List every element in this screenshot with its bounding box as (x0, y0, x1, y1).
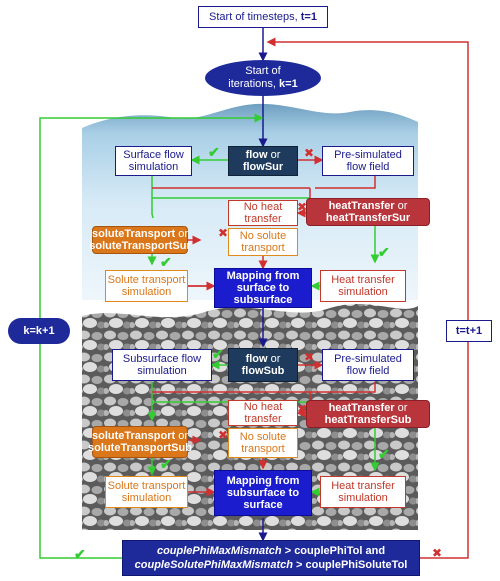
k-increment-box: k=k+1 (8, 318, 70, 344)
subsurface-mapping-label: Mapping from subsurface to surface (226, 475, 300, 511)
cross-icon: ✖ (297, 200, 308, 214)
condition-line-1: couplePhiMaxMismatch > couplePhiTol and (156, 545, 386, 557)
t-increment-label: t=t+1 (455, 325, 483, 337)
check-icon: ✔ (160, 456, 172, 472)
subsurface-no-heat-box: No heat transfer (228, 400, 298, 426)
subsurface-solute-simulation-box: Solute transport simulation (105, 476, 188, 508)
surface-no-heat-box: No heat transfer (228, 200, 298, 226)
surface-pre-simulated-flow-label: Pre-simulated flow field (334, 149, 402, 173)
check-icon: ✔ (378, 446, 390, 462)
surface-flow-simulation-label: Surface flow simulation (123, 149, 184, 173)
surface-heat-simulation-box: Heat transfer simulation (320, 270, 406, 302)
surface-pre-simulated-flow-box: Pre-simulated flow field (322, 146, 414, 176)
surface-no-solute-box: No solute transport (228, 228, 298, 256)
cross-icon: ✖ (218, 226, 229, 240)
start-timesteps-text: Start of timesteps, t=1 (209, 11, 317, 23)
surface-mapping-box: Mapping from surface to subsurface (214, 268, 312, 308)
subsurface-no-heat-label: No heat transfer (243, 401, 283, 425)
surface-solute-simulation-box: Solute transport simulation (105, 270, 188, 302)
subsurface-no-solute-label: No solute transport (239, 431, 287, 455)
check-icon: ✔ (160, 254, 172, 270)
surface-flow-simulation-box: Surface flow simulation (115, 146, 192, 176)
subsurface-no-solute-box: No solute transport (228, 428, 298, 458)
surface-no-heat-label: No heat transfer (243, 201, 283, 225)
surface-heat-simulation-label: Heat transfer simulation (331, 274, 395, 298)
cross-icon: ✖ (304, 350, 315, 364)
subsurface-mapping-box: Mapping from subsurface to surface (214, 470, 312, 516)
cross-icon: ✖ (432, 546, 443, 560)
surface-no-solute-label: No solute transport (239, 230, 287, 254)
surface-mapping-label: Mapping from surface to subsurface (226, 270, 300, 306)
surface-solute-simulation-label: Solute transport simulation (107, 274, 186, 298)
subsurface-heat-simulation-box: Heat transfer simulation (320, 476, 406, 508)
subsurface-heat-simulation-label: Heat transfer simulation (331, 480, 395, 504)
cross-icon: ✖ (297, 402, 308, 416)
cross-icon: ✖ (218, 428, 229, 442)
subsurface-pre-simulated-flow-box: Pre-simulated flow field (322, 349, 414, 381)
condition-line-2: coupleSolutePhiMaxMismatch > couplePhiSo… (134, 559, 408, 571)
convergence-condition-box: couplePhiMaxMismatch > couplePhiTol and … (122, 540, 420, 576)
subsurface-flow-simulation-label: Subsurface flow simulation (122, 353, 202, 377)
subsurface-solute-simulation-label: Solute transport simulation (107, 480, 186, 504)
subsurface-flow-simulation-box: Subsurface flow simulation (112, 349, 212, 381)
check-icon: ✔ (378, 244, 390, 260)
cross-icon: ✖ (304, 146, 315, 160)
check-icon: ✔ (212, 346, 224, 362)
k-increment-label: k=k+1 (23, 325, 55, 337)
check-icon: ✔ (208, 144, 220, 160)
subsurface-pre-simulated-flow-label: Pre-simulated flow field (334, 353, 402, 377)
check-icon: ✔ (74, 546, 86, 562)
t-increment-box: t=t+1 (446, 320, 492, 342)
start-timesteps-box: Start of timesteps, t=1 (198, 6, 328, 28)
